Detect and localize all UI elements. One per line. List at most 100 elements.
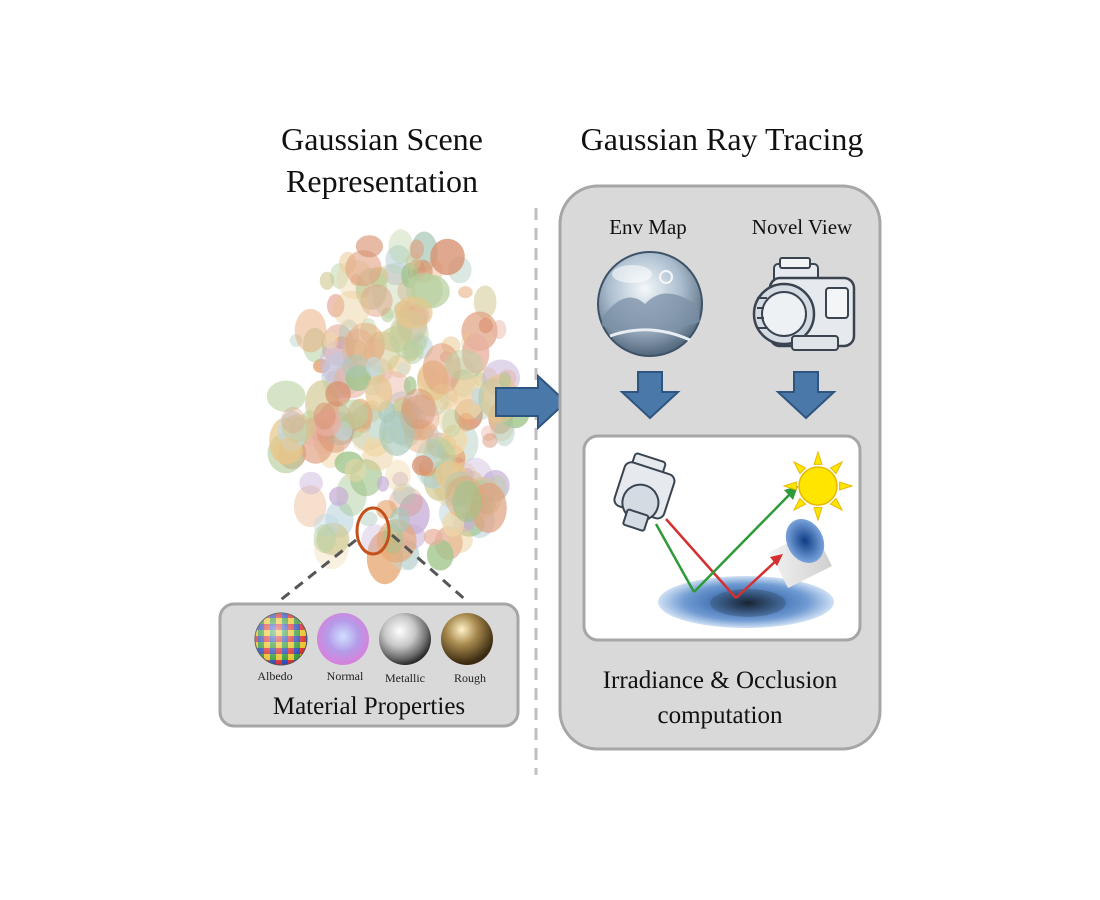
- sun-ray: [829, 497, 844, 512]
- gaussian-splat: [313, 524, 336, 554]
- gaussian-splat: [480, 425, 497, 441]
- gaussian-splat: [423, 528, 443, 546]
- gaussian-splat: [365, 356, 382, 377]
- gaussian-splat: [333, 290, 370, 328]
- novel-view-label: Novel View: [752, 215, 853, 239]
- gaussian-splat: [499, 371, 512, 389]
- gaussian-splat: [394, 296, 433, 329]
- gaussian-splat: [458, 412, 475, 432]
- gaussian-splat: [345, 250, 382, 287]
- right-caption-line2: computation: [658, 702, 783, 729]
- gaussian-splat: [322, 332, 338, 349]
- gaussian-splat: [376, 476, 389, 492]
- sun-ray: [792, 460, 807, 475]
- gaussian-splat: [344, 458, 367, 483]
- gaussian-splat: [319, 271, 335, 290]
- gaussian-splat: [426, 539, 454, 571]
- camera-icon: [752, 257, 856, 351]
- left-title-line2: Representation: [286, 163, 478, 199]
- gaussian-splat: [482, 433, 498, 448]
- metallic-label: Metallic: [385, 671, 425, 685]
- red-ray-arrowhead: [770, 554, 783, 566]
- gaussian-splat: [338, 399, 369, 430]
- green-ray-outgoing: [693, 491, 793, 593]
- highlighted-gaussian-ring: [355, 506, 391, 556]
- gaussian-splat: [409, 239, 424, 260]
- normal-sphere-icon: [317, 613, 369, 665]
- gaussian-splat: [430, 238, 465, 276]
- gaussian-splat: [379, 410, 415, 456]
- gaussian-splat: [438, 403, 459, 434]
- gaussian-splat: [491, 319, 507, 340]
- right-title: Gaussian Ray Tracing: [581, 121, 864, 157]
- right-caption-line1: Irradiance & Occlusion: [603, 667, 838, 694]
- gaussian-splat: [397, 362, 410, 375]
- gaussian-splat: [325, 381, 351, 407]
- normal-label: Normal: [327, 669, 364, 683]
- down-arrow-icon: [619, 371, 681, 420]
- gaussian-splat: [388, 229, 414, 264]
- gaussian-splat: [473, 285, 497, 319]
- gaussian-splat: [327, 293, 345, 318]
- gaussian-splat: [452, 480, 482, 523]
- gaussian-splat: [422, 343, 461, 395]
- gaussian-splat: [329, 486, 349, 506]
- gaussian-splat: [355, 235, 383, 258]
- red-ray-outgoing: [735, 558, 779, 599]
- rough-sphere-icon: [441, 613, 493, 665]
- gaussian-splat: [389, 507, 411, 533]
- gaussian-splat: [336, 473, 367, 517]
- gaussian-splat: [392, 471, 409, 487]
- right-arrow-icon: [495, 373, 568, 431]
- rough-label: Rough: [454, 671, 486, 685]
- occlusion-shadow: [710, 589, 786, 617]
- sun-ray: [792, 497, 807, 512]
- gaussian-splat: [392, 483, 415, 505]
- gaussian-splat: [416, 423, 434, 441]
- gaussian-splat: [412, 455, 434, 476]
- env-map-sphere-icon: [597, 251, 703, 357]
- gaussian-splat: [444, 349, 484, 381]
- albedo-label: Albedo: [257, 669, 292, 683]
- gaussian-splat: [403, 376, 417, 396]
- gaussian-splat: [289, 334, 303, 348]
- gaussian-splat: [272, 438, 304, 464]
- sun-ray: [813, 450, 823, 465]
- material-properties-caption: Material Properties: [273, 693, 465, 720]
- gaussian-splat: [294, 308, 327, 353]
- gaussian-splat: [385, 459, 411, 492]
- gaussian-splat: [299, 471, 323, 495]
- occluder-cylinder: [770, 519, 832, 588]
- down-arrow-icon: [775, 371, 837, 420]
- gaussian-splat: [381, 307, 394, 323]
- gaussian-splat: [458, 286, 473, 299]
- gaussian-splat: [461, 333, 490, 374]
- sun-icon: [782, 450, 854, 522]
- red-ray-incoming: [665, 518, 737, 599]
- gaussian-splat: [313, 402, 336, 430]
- green-ray-incoming: [654, 523, 696, 593]
- albedo-sphere-shading: [255, 613, 307, 665]
- gaussian-cloud: [266, 229, 530, 585]
- scene-camera-icon: [613, 452, 676, 532]
- gaussian-splat: [365, 375, 393, 412]
- sun-ray: [813, 507, 823, 522]
- gaussian-splat: [359, 511, 378, 527]
- gaussian-splat: [293, 485, 327, 528]
- sun-ray: [829, 460, 844, 475]
- gaussian-splat: [360, 284, 393, 317]
- gaussian-splat: [478, 317, 493, 334]
- gaussian-splat: [281, 406, 305, 434]
- metallic-sphere-icon: [379, 613, 431, 665]
- sun-ray: [839, 481, 854, 491]
- left-title-line1: Gaussian Scene: [281, 121, 483, 157]
- gaussian-splat: [342, 354, 370, 379]
- gaussian-splat: [352, 428, 372, 452]
- env-map-label: Env Map: [609, 215, 687, 239]
- gaussian-splat: [401, 388, 436, 430]
- gaussian-splat: [266, 380, 306, 412]
- gaussian-splat: [302, 327, 327, 363]
- gaussian-splat: [494, 418, 515, 447]
- gaussian-splat: [281, 414, 316, 443]
